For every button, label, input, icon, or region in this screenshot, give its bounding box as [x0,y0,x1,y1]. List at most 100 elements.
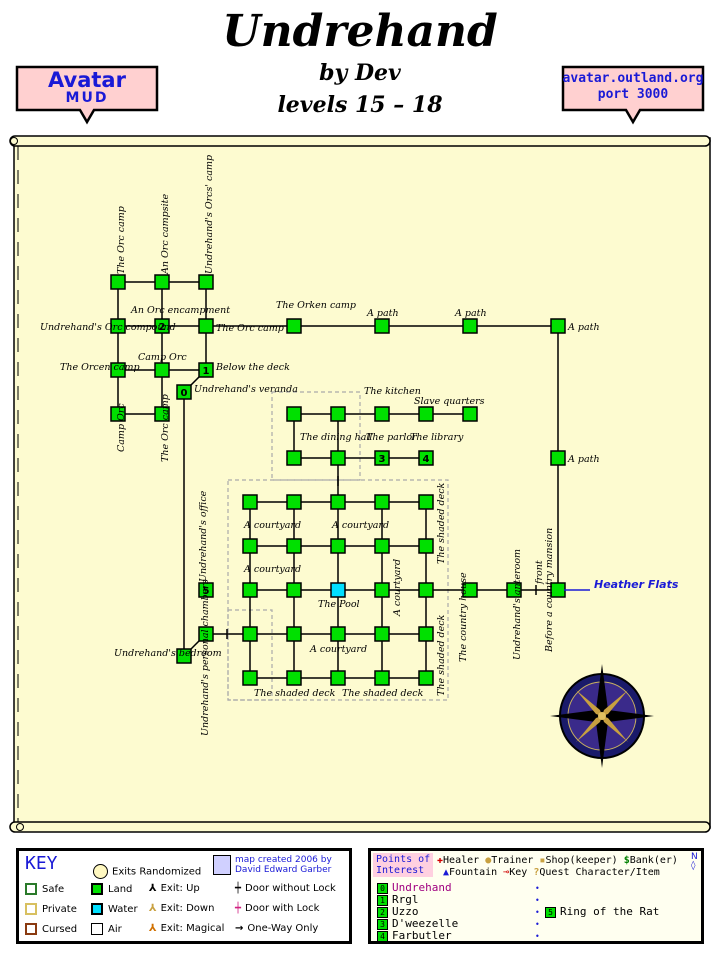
label-shaded-deck-v2: The shaded deck [436,614,447,696]
randomized-circle-icon [93,864,108,879]
poi-item: 0 Undrehand [377,881,452,894]
label-orcs-camp: Undrehand's Orcs' camp [204,155,215,274]
label-camp-orc: Camp Orc [138,352,187,363]
poi-item: 2 Uzzo [377,905,419,918]
poi-marker-1: 1 [203,366,210,377]
poi-legend-row-1: ✚Healer ●Trainer ▪Shop(keeper) $Bank(er) [437,855,678,866]
room-land [374,494,390,510]
key-water: Water [91,903,138,915]
room-land [330,670,346,686]
room-land [462,582,478,598]
room-land [154,274,170,290]
room-land [110,274,126,290]
key-exit-magical-label: Exit: Magical [160,923,225,934]
poi-item-number: 5 [545,906,556,918]
label-orc-compound: Undrehand's Orc compound [40,322,176,333]
key-cursed-label: Cursed [42,924,78,935]
room-land [242,670,258,686]
room-land [176,648,192,664]
room-land [418,670,434,686]
room-land [154,362,170,378]
room-land [242,494,258,510]
poi-marker-0: 0 [181,388,188,399]
label-bedroom: Undrehand's bedroom [114,648,222,659]
key-icon: ⊸ [503,867,510,878]
key-door-no-lock-label: Door without Lock [245,883,336,894]
poi-marker-3: 3 [379,454,386,465]
key-private-label: Private [42,904,77,915]
poi-quest-label: Quest Character/Item [539,867,660,878]
exit-up-icon: ⅄ [149,883,157,894]
poi-title-line-1: Points of [376,854,431,865]
label-path-1: A path [366,308,399,319]
key-safe-label: Safe [42,884,65,895]
quest-icon: ? [533,867,540,878]
room-land [506,582,522,598]
label-shaded-deck-h1: The shaded deck [254,688,336,699]
door-lock-icon: ┿ [235,903,242,914]
label-path-2: A path [454,308,487,319]
map-key: KEY Exits Randomized map created 2006 by… [16,848,352,944]
land-swatch [91,883,103,895]
poi-item-number: 0 [377,882,388,894]
badge-avatar-label: Avatar [48,68,126,92]
room-land [330,450,346,466]
room-land [418,538,434,554]
label-orc-camp-top: The Orc camp [116,206,127,274]
key-exits-randomized: Exits Randomized [93,864,201,879]
room-land [374,318,390,334]
safe-swatch [25,883,37,895]
room-land [242,582,258,598]
label-parlor: The parlor [366,432,418,443]
key-exit-down: ⅄Exit: Down [149,903,214,914]
poi-item-name: Uzzo [392,905,419,918]
label-anteroom: Undrehand's anteroom [512,549,523,660]
room-land [418,450,434,466]
room-land [286,626,302,642]
key-exit-down-label: Exit: Down [160,903,215,914]
poi-item-name: Undrehand [392,881,452,894]
room-land [286,670,302,686]
key-cursed: Cursed [25,923,77,935]
key-one-way: →One-Way Only [235,923,318,934]
room-land [242,538,258,554]
credit-line-1: map created 2006 by [235,855,332,865]
cursed-swatch [25,923,37,935]
poi-item-number: 4 [377,930,388,942]
key-private: Private [25,903,77,915]
key-air: Air [91,923,122,935]
room-water [330,582,346,598]
label-before-mansion: Before a country mansion [544,528,555,653]
room-land [286,318,302,334]
room-land [330,538,346,554]
key-exits-randomized-label: Exits Randomized [112,866,202,878]
label-kitchen: The kitchen [364,386,421,397]
key-door-lock-label: Door with Lock [245,903,320,914]
label-shaded-deck-v1: The shaded deck [436,482,447,564]
room-land [110,318,126,334]
poi-legend-row-2: ▲Fountain ⊸Key ?Quest Character/Item [443,867,660,878]
map-labels: The Orc camp An Orc campsite Undrehand's… [40,155,679,736]
label-country-house: The country house [458,572,469,662]
room-land [374,626,390,642]
map-author: by Dev [319,60,401,86]
poi-shop-label: Shop(keeper) [545,855,618,866]
room-land [286,582,302,598]
poi-bank-label: Bank(er) [629,855,678,866]
key-exit-up: ⅄Exit: Up [149,883,200,894]
badge-port-label: port 3000 [597,87,669,102]
label-below-deck: Below the deck [215,362,290,373]
key-door-no-lock: ┿Door without Lock [235,883,336,894]
poi-item-number: 1 [377,894,388,906]
room-land [154,406,170,422]
label-front: front [534,560,545,585]
label-orc-camp-right: The Orc camp [216,323,284,334]
room-land [462,318,478,334]
label-orc-campsite: An Orc campsite [160,194,171,275]
poi-item-number: 2 [377,906,388,918]
compass-mini-icon: N◊ [691,852,698,871]
